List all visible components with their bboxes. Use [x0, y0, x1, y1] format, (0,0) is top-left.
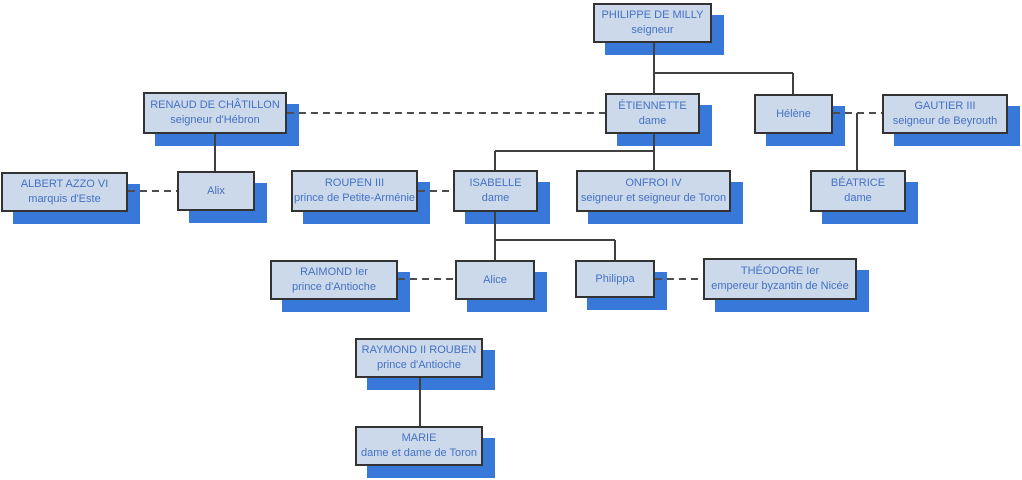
person-name: ROUPEN III: [324, 177, 385, 189]
person-name: ONFROI IV: [625, 177, 682, 189]
person-name: RAYMOND II ROUBEN: [361, 344, 477, 356]
person-title: seigneur: [631, 24, 674, 36]
person-name: THÉODORE Ier: [740, 265, 820, 277]
person-title: seigneur de Beyrouth: [892, 115, 998, 127]
person-name: ÉTIENNETTE: [618, 99, 687, 112]
person-name: MARIE: [401, 432, 437, 444]
person-node-isabelle[interactable]: ISABELLE dame: [453, 170, 538, 212]
person-name: Alix: [207, 184, 225, 197]
person-node-raimond-ier[interactable]: RAIMOND Ier prince d'Antioche: [270, 260, 398, 300]
person-title: prince d'Antioche: [291, 281, 377, 293]
person-name: PHILIPPE DE MILLY: [601, 9, 704, 21]
person-name: Philippa: [595, 272, 635, 285]
person-node-raymond-ii-rouben[interactable]: RAYMOND II ROUBEN prince d'Antioche: [355, 338, 483, 378]
person-node-helene[interactable]: Hélène: [754, 94, 833, 134]
person-node-albert-azzo-vi[interactable]: ALBERT AZZO VI marquis d'Este: [1, 172, 128, 212]
person-title: dame: [481, 192, 510, 204]
person-title: seigneur d'Hébron: [170, 114, 260, 126]
person-node-philippa[interactable]: Philippa: [575, 260, 655, 298]
person-title: empereur byzantin de Nicée: [711, 280, 849, 292]
person-name: Hélène: [776, 107, 811, 120]
person-title: prince de Petite-Arménie: [293, 192, 416, 204]
person-node-beatrice[interactable]: BÉATRICE dame: [810, 170, 906, 212]
person-title: marquis d'Este: [28, 193, 101, 205]
person-node-philippe-de-milly[interactable]: PHILIPPE DE MILLY seigneur: [593, 3, 712, 43]
person-node-etiennette[interactable]: ÉTIENNETTE dame: [605, 93, 700, 134]
person-name: BÉATRICE: [830, 177, 886, 189]
person-title: dame: [844, 192, 872, 204]
person-node-roupen-iii[interactable]: ROUPEN III prince de Petite-Arménie: [291, 170, 418, 212]
person-name: RAIMOND Ier: [300, 266, 368, 278]
person-name: RENAUD DE CHÂTILLON: [150, 99, 280, 111]
person-node-gautier-iii[interactable]: GAUTIER III seigneur de Beyrouth: [882, 94, 1008, 134]
person-name: ISABELLE: [469, 177, 522, 189]
person-name: Alice: [483, 273, 507, 286]
person-name: ALBERT AZZO VI: [20, 178, 109, 190]
person-node-alix[interactable]: Alix: [177, 171, 255, 211]
person-node-onfroi-iv[interactable]: ONFROI IV seigneur et seigneur de Toron: [576, 170, 731, 212]
person-node-marie[interactable]: MARIE dame et dame de Toron: [355, 426, 483, 466]
person-node-theodore-ier[interactable]: THÉODORE Ier empereur byzantin de Nicée: [703, 258, 857, 300]
person-title: dame: [638, 114, 667, 127]
person-node-alice[interactable]: Alice: [455, 260, 535, 300]
person-node-renaud-de-chatillon[interactable]: RENAUD DE CHÂTILLON seigneur d'Hébron: [143, 92, 287, 134]
person-title: dame et dame de Toron: [361, 447, 477, 459]
person-title: prince d'Antioche: [376, 359, 462, 371]
person-name: GAUTIER III: [914, 100, 976, 112]
person-title: seigneur et seigneur de Toron: [580, 192, 727, 204]
